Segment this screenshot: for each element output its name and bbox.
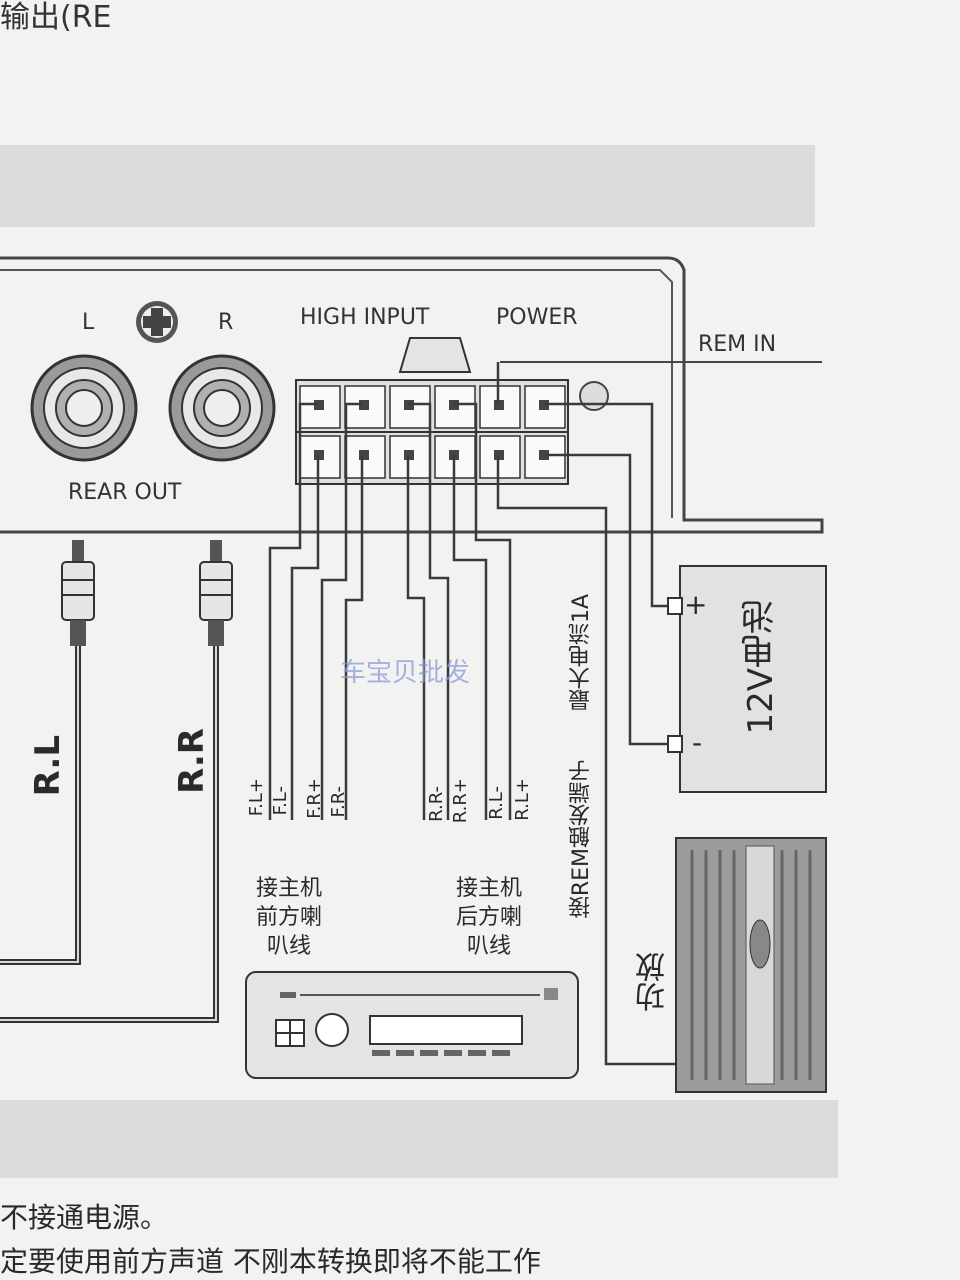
wire-label-rr-minus: R.R- — [426, 786, 447, 822]
wire-label-fl-minus: F.L- — [270, 786, 291, 816]
label-r: R — [218, 310, 234, 335]
front-speaker-label: 接主机 前方喇 叭线 — [246, 874, 332, 961]
label-l: L — [82, 310, 95, 335]
rca-jack-r — [168, 354, 276, 462]
rca-plug-rl — [0, 540, 95, 965]
label-high-input: HIGH INPUT — [300, 305, 430, 330]
bottom-text-line-1: 不接通电源。 — [0, 1201, 169, 1234]
bottom-text-line-2: 定要使用前方声道 不刚本转换即将不能工作 — [0, 1245, 541, 1278]
rca-plug-rr — [0, 540, 233, 1023]
rear-speaker-line-2: 后方喇 — [455, 905, 522, 930]
rca-jack-l — [30, 354, 138, 462]
max-current-label: 最大电流1A — [569, 594, 594, 712]
unit-housing — [0, 256, 824, 534]
screw-icon — [136, 301, 178, 343]
wire-label-rr-plus: R.R+ — [450, 778, 471, 824]
wire-label-fr-plus: F.R+ — [304, 778, 325, 819]
battery-label: 12V电池 — [741, 600, 781, 735]
high-input-connector — [295, 337, 609, 485]
amplifier-label: 功放 — [636, 952, 671, 1012]
rear-speaker-line-3: 叭线 — [466, 934, 511, 959]
label-power: POWER — [496, 305, 578, 330]
wire-label-rl-plus: R.L+ — [512, 778, 533, 821]
label-rem-in: REM IN — [698, 332, 777, 357]
rear-speaker-label: 接主机 后方喇 叭线 — [446, 874, 532, 961]
wire-label-fl-plus: F.L+ — [246, 778, 267, 817]
rear-speaker-line-1: 接主机 — [455, 876, 522, 901]
rem-trigger-label: 接REM触发端子 — [569, 760, 594, 919]
front-speaker-line-1: 接主机 — [255, 876, 322, 901]
battery-minus: - — [692, 726, 703, 759]
label-rl: R.L — [28, 735, 68, 797]
wire-label-fr-minus: F.R- — [328, 786, 349, 818]
footer-band — [0, 1100, 838, 1178]
header-band — [0, 145, 815, 227]
front-speaker-line-2: 前方喇 — [255, 905, 322, 930]
watermark: 车宝贝批发 — [340, 658, 471, 688]
label-rear-out: REAR OUT — [68, 480, 182, 505]
head-unit — [245, 971, 579, 1079]
battery — [667, 565, 827, 793]
front-speaker-line-3: 叭线 — [266, 934, 311, 959]
label-rr: R.R — [172, 728, 212, 794]
battery-plus: + — [684, 588, 708, 621]
amplifier — [675, 837, 827, 1093]
unit-housing-inner — [0, 269, 673, 518]
top-text: 输出(RE — [0, 0, 112, 35]
wire-label-rl-minus: R.L- — [486, 786, 507, 820]
